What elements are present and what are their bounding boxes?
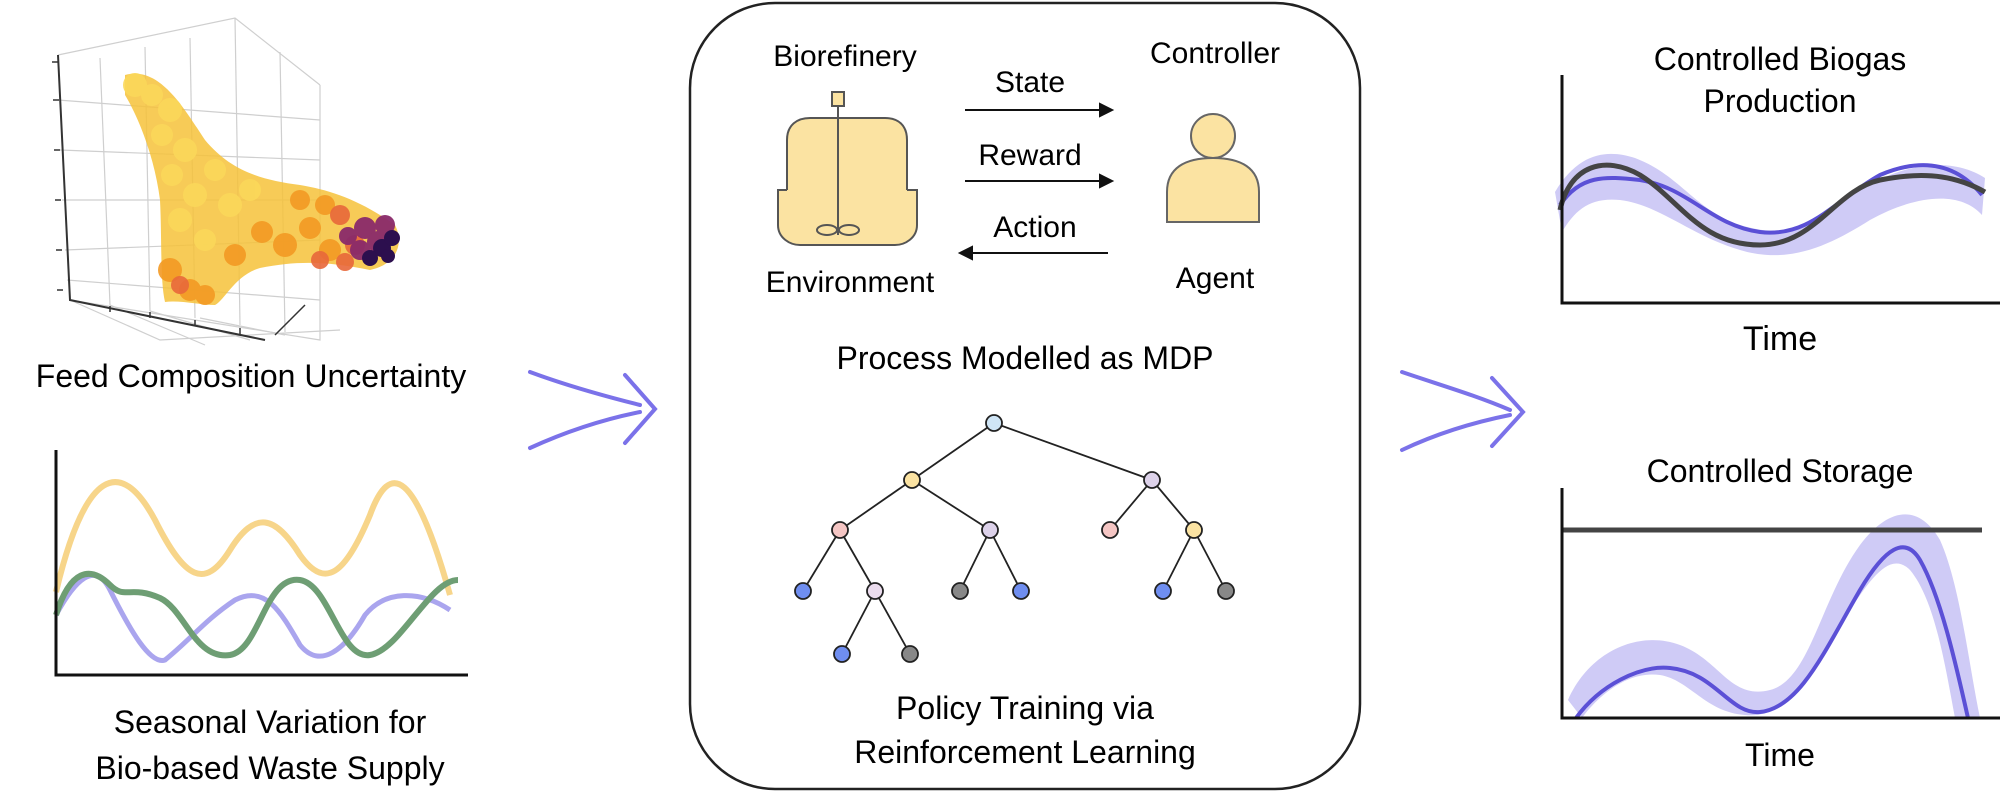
biogas-title-line2: Production bbox=[1703, 83, 1857, 119]
action-arrow-label: Action bbox=[993, 211, 1077, 244]
agent-title: Controller bbox=[1149, 37, 1281, 70]
state-arrow-label: State bbox=[994, 66, 1066, 99]
environment-title: Biorefinery bbox=[773, 40, 917, 73]
mdp-caption: Process Modelled as MDP bbox=[836, 340, 1214, 376]
mdp-panel bbox=[688, 1, 1362, 791]
biogas-x-axis-label: Time bbox=[1742, 320, 1818, 358]
person-icon bbox=[1166, 113, 1260, 223]
flow-arrow-right bbox=[1400, 370, 1526, 452]
decision-tree-icon bbox=[794, 414, 1235, 663]
bioreactor-icon bbox=[777, 91, 918, 247]
storage-plot bbox=[1560, 488, 2000, 720]
storage-title: Controlled Storage bbox=[1646, 453, 1914, 489]
environment-label: Environment bbox=[765, 266, 935, 299]
training-caption-line1: Policy Training via bbox=[896, 690, 1154, 726]
mdp-arrows bbox=[957, 102, 1115, 261]
feed-composition-3d-plot bbox=[52, 17, 400, 346]
biogas-production-plot bbox=[1555, 75, 2000, 305]
flow-arrow-left bbox=[528, 370, 658, 450]
seasonal-variation-plot bbox=[53, 450, 468, 677]
seasonal-caption-line2: Bio-based Waste Supply bbox=[95, 750, 445, 786]
agent-label: Agent bbox=[1175, 262, 1255, 295]
storage-x-axis-label: Time bbox=[1745, 737, 1815, 773]
biogas-title-line1: Controlled Biogas bbox=[1653, 41, 1907, 77]
feed-composition-caption: Feed Composition Uncertainty bbox=[35, 358, 467, 394]
reward-arrow-label: Reward bbox=[978, 139, 1082, 172]
training-caption-line2: Reinforcement Learning bbox=[854, 734, 1196, 770]
seasonal-caption-line1: Seasonal Variation for bbox=[113, 704, 427, 740]
